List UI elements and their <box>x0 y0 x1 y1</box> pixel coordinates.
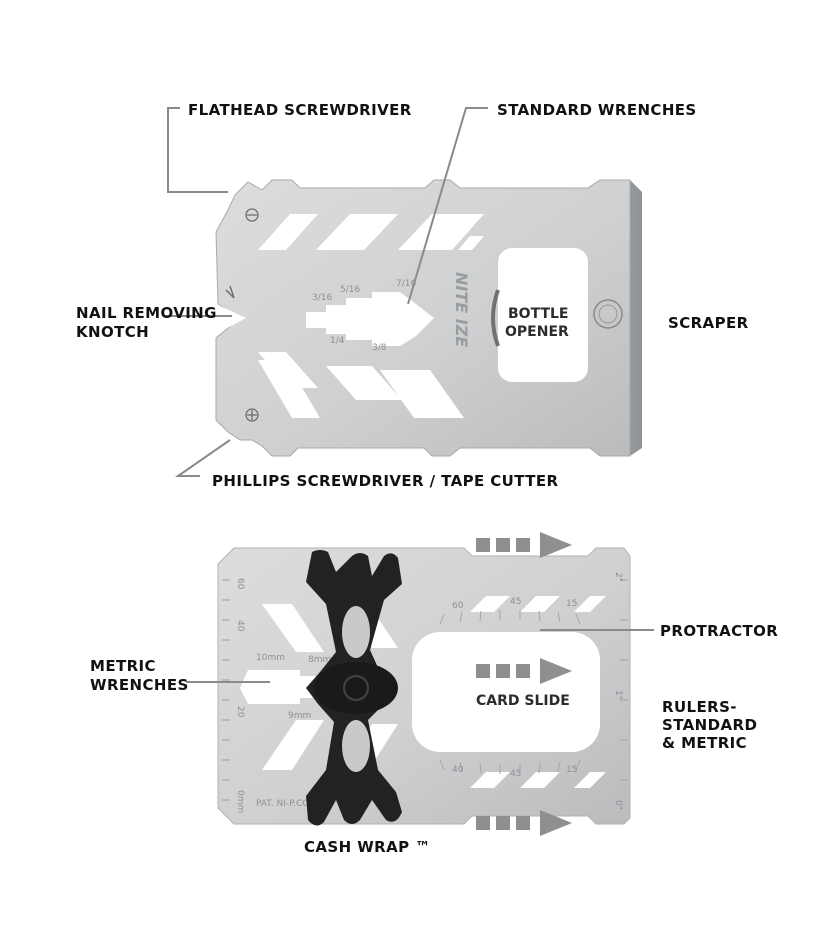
label-rulers-line3: & METRIC <box>662 734 747 752</box>
protractor-ticks <box>439 610 581 774</box>
bottle-opener-cutout <box>498 248 588 382</box>
card-slide-window <box>412 632 600 752</box>
size-9mm: 9mm <box>288 711 311 721</box>
angle-mark-45b: 45 <box>510 769 521 779</box>
label-protractor: PROTRACTOR <box>660 622 778 640</box>
bottle-opener-label-line2: OPENER <box>505 324 569 340</box>
flathead-symbol-icon <box>245 208 259 222</box>
slide-arrow-bottom <box>476 810 572 836</box>
angle-mark-45: 45 <box>510 597 521 607</box>
inch-mark-1: 1" <box>613 690 623 700</box>
standard-wrenches-leader <box>407 107 488 305</box>
label-rulers-line1: RULERS- <box>662 698 737 716</box>
label-card-slide: CARD SLIDE <box>476 693 570 709</box>
phillips-symbol-icon <box>245 408 259 422</box>
standard-wrench-cutout <box>306 292 434 346</box>
label-scraper: SCRAPER <box>668 314 749 332</box>
angle-mark-15: 15 <box>566 599 577 609</box>
label-standard-wrenches: STANDARD WRENCHES <box>497 101 697 119</box>
scraper-icon <box>593 299 623 329</box>
top-tool-card: 3/16 5/16 7/16 1/4 3/8 NITE IZE BOTTLE O… <box>215 179 642 457</box>
label-metric-line2: WRENCHES <box>90 676 189 694</box>
size-3-16: 3/16 <box>312 293 332 303</box>
size-1-4: 1/4 <box>330 336 345 346</box>
slide-arrow-top <box>476 532 572 558</box>
label-nail-line1: NAIL REMOVING <box>76 304 217 322</box>
ruler-mark-0: 0mm <box>235 790 245 813</box>
size-7-16: 7/16 <box>396 279 416 289</box>
size-10mm: 10mm <box>256 653 285 663</box>
angle-mark-60: 60 <box>452 601 464 611</box>
cash-wrap <box>306 550 402 826</box>
label-rulers-line2: STANDARD <box>662 716 757 734</box>
label-metric-line1: METRIC <box>90 657 156 675</box>
angle-mark-40: 40 <box>452 765 464 775</box>
label-cash-wrap: CASH WRAP ™ <box>304 838 431 856</box>
label-nail-line2: KNOTCH <box>76 323 149 341</box>
size-3-8: 3/8 <box>372 343 387 353</box>
angle-mark-15b: 15 <box>566 765 577 775</box>
size-8mm: 8mm <box>308 655 331 665</box>
bottle-opener-label-line1: BOTTLE <box>508 306 568 322</box>
flathead-leader <box>167 107 228 193</box>
label-phillips: PHILLIPS SCREWDRIVER / TAPE CUTTER <box>212 472 558 490</box>
inch-mark-2: 2" <box>613 572 623 582</box>
label-flathead: FLATHEAD SCREWDRIVER <box>188 101 412 119</box>
ruler-mark-20: 20 <box>235 706 245 718</box>
brand-logo: NITE IZE <box>452 272 471 347</box>
phillips-leader <box>174 439 231 477</box>
ruler-mark-60: 60 <box>235 578 245 590</box>
slide-arrow-middle <box>476 658 572 684</box>
ruler-mark-40: 40 <box>235 620 245 632</box>
bottom-tool-card: 60 40 20 0mm 2" 1" 0" 60 45 15 40 45 15 … <box>217 547 631 825</box>
size-5-16: 5/16 <box>340 285 360 295</box>
patent-etching: PAT. NI-P.CO <box>256 799 309 809</box>
inch-mark-0: 0" <box>613 800 623 810</box>
